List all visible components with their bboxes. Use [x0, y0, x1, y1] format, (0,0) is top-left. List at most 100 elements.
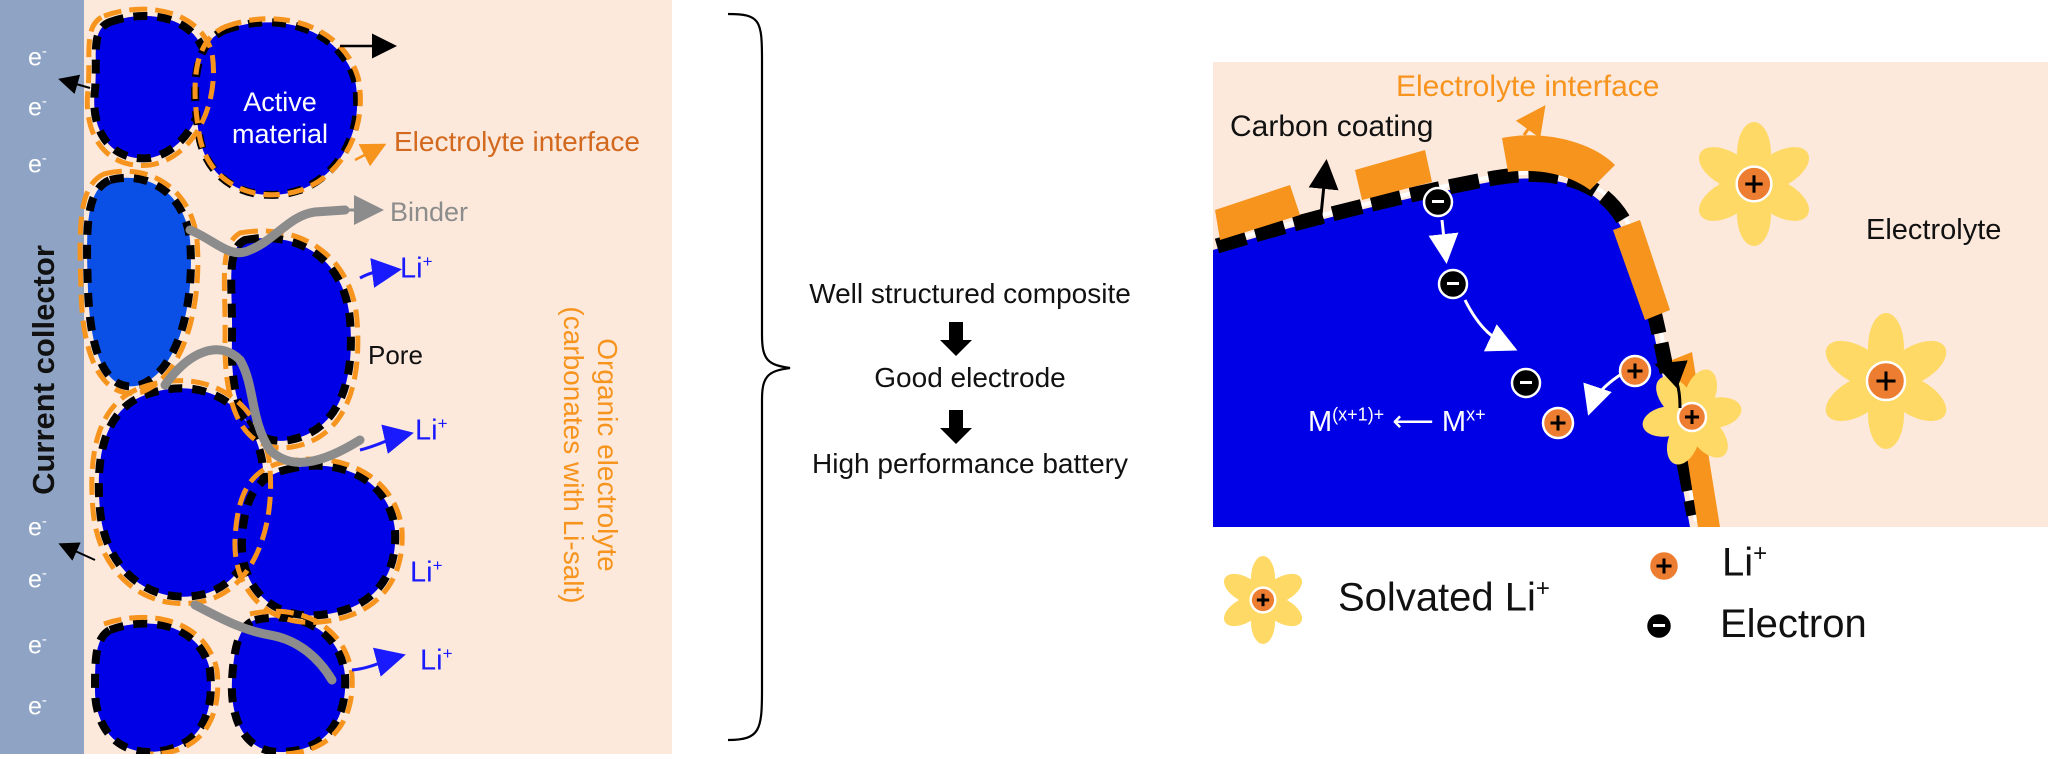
- electron-charge: -: [41, 692, 47, 709]
- particle: [83, 173, 195, 391]
- curly-bracket: [727, 12, 791, 742]
- particle: [91, 619, 215, 756]
- legend-solvated-li: Solvated Li+: [1338, 575, 1550, 620]
- current-collector-bar: [0, 0, 84, 754]
- solvated-li-flowers: [1642, 122, 1947, 465]
- down-arrow-1: [940, 322, 972, 356]
- legend-electron-marker: [1644, 611, 1674, 641]
- binder-strands: [160, 205, 365, 685]
- down-arrow-2: [940, 410, 972, 444]
- legend-li-text: Li: [1722, 540, 1754, 585]
- interface-outlines: [77, 6, 405, 757]
- organic-electrolyte-line1: Organic electrolyte: [592, 338, 623, 572]
- li-text: Li: [410, 556, 433, 589]
- electron-symbol: e: [28, 513, 42, 542]
- li-text: Li: [400, 252, 423, 285]
- li-label: Li+: [400, 252, 433, 286]
- li-ion-marker: [1735, 165, 1773, 203]
- flow-arrows: [940, 322, 972, 444]
- li-label: Li+: [410, 556, 443, 590]
- electron-marker: [1510, 367, 1542, 399]
- step-well-structured-composite: Well structured composite: [809, 278, 1131, 309]
- electron-charge: -: [41, 565, 47, 582]
- legend-graphics: [1223, 549, 1681, 644]
- carbon-coating-label: Carbon coating: [1230, 110, 1434, 143]
- electron-symbol: e: [28, 631, 42, 660]
- li-charge: +: [442, 644, 453, 663]
- li-ion-marker: [1249, 586, 1277, 614]
- electron-symbol: e: [28, 692, 42, 721]
- active-particles: [77, 6, 405, 757]
- electron-label: e-: [28, 513, 47, 542]
- electrolyte-label: Electrolyte: [1866, 214, 2002, 246]
- li-charge: +: [437, 414, 448, 433]
- carbon-coating-pointer: [1308, 159, 1339, 226]
- li-text: Li: [415, 414, 438, 447]
- legend-solvated-li-sup: +: [1535, 575, 1550, 602]
- solvated-li-flower: [1825, 313, 1947, 449]
- li-charge: +: [422, 252, 433, 271]
- li-ion-marker: [1541, 406, 1575, 440]
- electron-label: e-: [28, 692, 47, 721]
- current-collector-label: Current collector: [26, 245, 62, 495]
- current-collector-text: Current collector: [26, 245, 61, 495]
- electrolyte-interface-label-left: Electrolyte interface: [394, 126, 640, 157]
- electrons: [1422, 186, 1542, 399]
- particle: [90, 12, 211, 163]
- electron-charge: -: [41, 631, 47, 648]
- particle: [191, 16, 363, 199]
- reaction-product: M: [1308, 406, 1333, 438]
- active-material-label: Active material: [220, 86, 340, 150]
- active-material-line1: Active: [243, 87, 317, 117]
- electron-label: e-: [28, 43, 47, 72]
- particle: [237, 461, 400, 620]
- electron-label: e-: [28, 150, 47, 179]
- li-label: Li+: [420, 644, 453, 678]
- electron-label: e-: [28, 565, 47, 594]
- redox-reaction-label: M(x+1)+ ⟵ Mx+: [1308, 404, 1486, 439]
- organic-electrolyte-label: Organic electrolyte (carbonates with Li-…: [556, 306, 624, 603]
- electron-marker: [1422, 186, 1454, 218]
- electron-charge: -: [41, 150, 47, 167]
- active-particle-zoom: [1213, 178, 1690, 528]
- step-good-electrode: Good electrode: [874, 362, 1066, 393]
- li-charge: +: [432, 556, 443, 575]
- electrolyte-interface-label-right: Electrolyte interface: [1396, 70, 1660, 103]
- electron-symbol: e: [28, 150, 42, 179]
- legend-li-sup: +: [1753, 540, 1768, 567]
- interface-pointer: [1515, 105, 1546, 139]
- li-text: Li: [420, 644, 443, 677]
- active-material-line2: material: [231, 119, 329, 149]
- electron-charge: -: [41, 93, 47, 110]
- legend-solvated-li-text: Solvated Li: [1338, 575, 1536, 620]
- li-ion-marker: [1647, 549, 1681, 583]
- legend-electron: Electron: [1720, 602, 1867, 646]
- electron-path-arrows: [1428, 219, 1621, 416]
- electron-charge: -: [41, 513, 47, 530]
- electron-charge: -: [41, 43, 47, 60]
- particle: [227, 234, 355, 445]
- reaction-product-sup: (x+1)+: [1332, 404, 1385, 425]
- electron-label: e-: [28, 631, 47, 660]
- reaction-reactant-sup: x+: [1466, 404, 1486, 425]
- electron-marker: [1437, 268, 1469, 300]
- li-ion-marker: [1865, 360, 1907, 402]
- reaction-arrow: ⟵: [1392, 406, 1434, 438]
- legend-li: Li+: [1722, 540, 1767, 585]
- pore-label: Pore: [368, 340, 423, 370]
- li-ion-marker: [1618, 354, 1652, 388]
- electron-symbol: e: [28, 93, 42, 122]
- solvated-li-flower: [1223, 556, 1303, 644]
- li-transfer-arrow: [1654, 360, 1688, 409]
- li-ions: [1541, 354, 1652, 440]
- binder-label: Binder: [390, 197, 469, 227]
- li-ion-marker: [1676, 401, 1708, 433]
- organic-electrolyte-line2: (carbonates with Li-salt): [558, 306, 589, 604]
- electron-symbol: e: [28, 565, 42, 594]
- reaction-reactant: M: [1441, 406, 1467, 438]
- left-arrows: [58, 33, 414, 677]
- li-label: Li+: [415, 414, 448, 448]
- step-high-performance-battery: High performance battery: [812, 448, 1128, 479]
